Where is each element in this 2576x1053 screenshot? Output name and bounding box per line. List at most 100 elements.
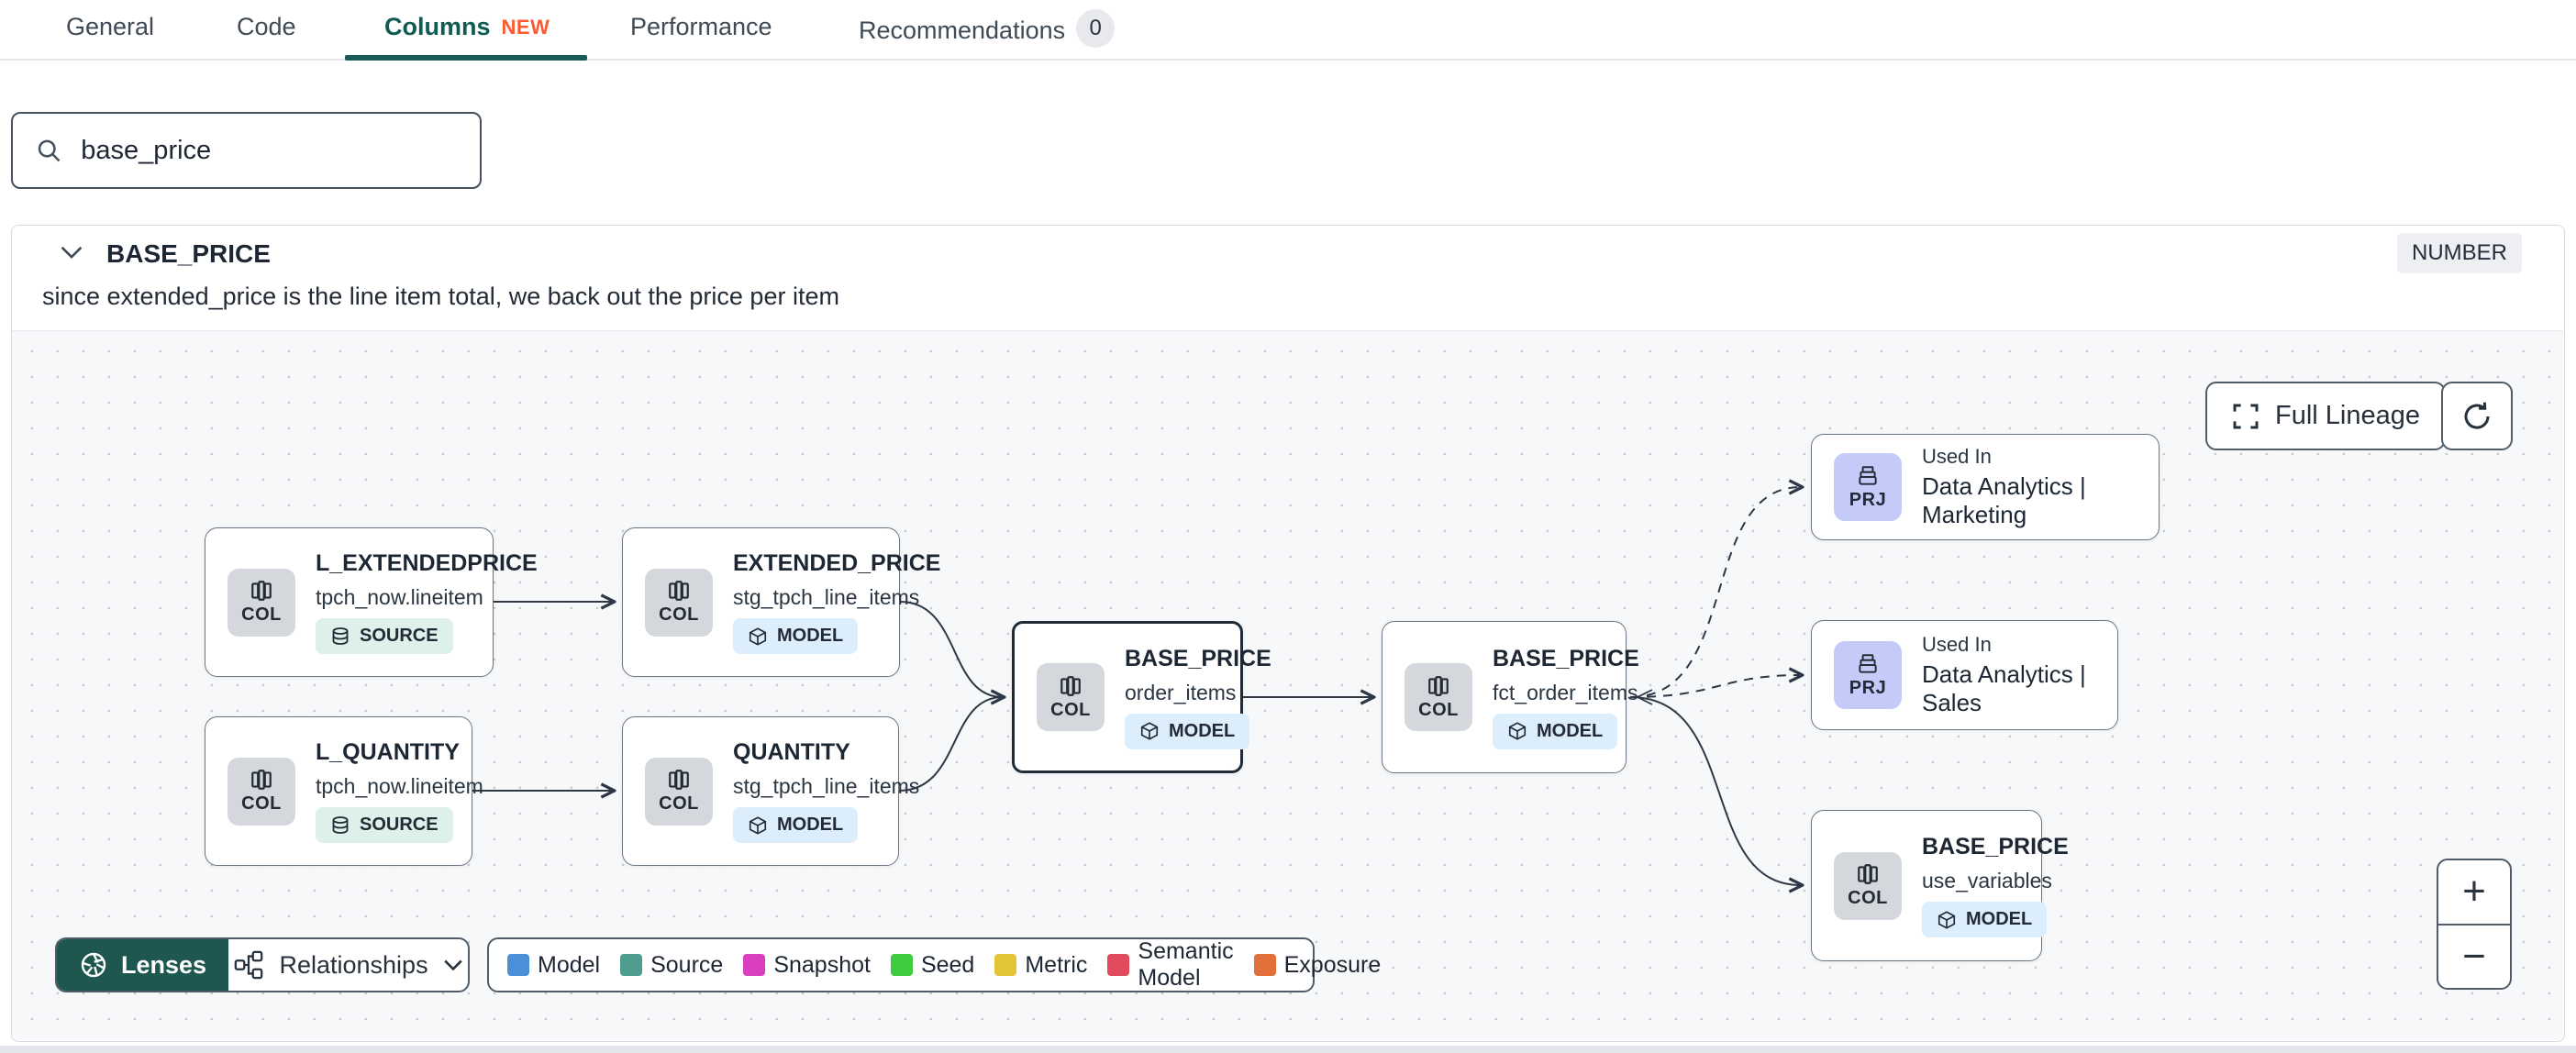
column-name: BASE_PRICE [106,239,271,268]
node-title: Data Analytics | Marketing [1922,472,2086,528]
column-description: since extended_price is the line item to… [42,283,839,310]
aperture-icon [81,952,106,978]
legend-swatch [1253,954,1276,976]
tab-general[interactable]: General [66,13,155,40]
column-type-badge: NUMBER [2396,233,2522,273]
cube-icon [749,626,767,646]
column-chip: COL [645,757,713,826]
lineage-node-l-extendedprice[interactable]: COL L_EXTENDEDPRICE tpch_now.lineitem SO… [205,527,538,677]
zoom-in-button[interactable]: + [2438,860,2510,926]
resource-badge-source: SOURCE [316,618,453,654]
project-icon [1859,653,1877,673]
relationships-dropdown[interactable]: Relationships [228,939,468,991]
column-chip: COL [645,568,713,637]
columns-icon [1858,864,1878,884]
recommendations-count-badge: 0 [1076,9,1116,48]
full-lineage-button[interactable]: Full Lineage [2205,382,2446,450]
legend-swatch [620,954,643,976]
legend-item-metric: Metric [994,952,1087,979]
expand-icon [2233,404,2259,428]
lineage-node-l-quantity[interactable]: COL L_QUANTITY tpch_now.lineitem SOURCE [205,716,483,866]
resource-badge-model: MODEL [1493,713,1618,749]
lineage-node-extended-price[interactable]: COL EXTENDED_PRICE stg_tpch_line_items M… [622,527,940,677]
legend-swatch [890,954,913,976]
database-icon [332,626,349,645]
columns-icon [251,770,272,790]
cube-icon [1140,722,1159,740]
column-panel: BASE_PRICE NUMBER since extended_price i… [11,225,2565,1042]
legend-item-exposure: Exposure [1253,952,1381,979]
legend-swatch [1107,954,1130,976]
chevron-down-icon[interactable] [60,244,83,260]
legend-item-snapshot: Snapshot [743,952,871,979]
lineage-node-quantity[interactable]: COL QUANTITY stg_tpch_line_items MODEL [622,716,919,866]
legend-swatch [994,954,1017,976]
column-chip: COL [1037,663,1105,731]
node-title: BASE_PRICE [1493,645,1639,671]
node-title: BASE_PRICE [1922,834,2069,859]
zoom-out-button[interactable]: − [2462,933,2486,979]
legend-item-model: Model [507,952,600,979]
lineage-node-base-price-use-variables[interactable]: COL BASE_PRICE use_variables MODEL [1811,810,2069,961]
node-subtitle: fct_order_items [1493,680,1638,704]
node-subtitle: tpch_now.lineitem [316,774,483,798]
relationships-icon [235,950,263,980]
legend-item-semantic-model: Semantic Model [1107,938,1234,992]
cube-icon [1508,722,1527,740]
lenses-button[interactable]: Lenses [57,939,229,991]
search-icon [38,139,61,162]
column-search[interactable] [11,112,482,189]
node-title: L_EXTENDEDPRICE [316,550,538,576]
node-subtitle: tpch_now.lineitem [316,585,483,609]
search-input[interactable] [81,135,458,166]
columns-icon [669,581,689,601]
node-eyebrow: Used In [1922,633,1992,656]
tab-recommendations[interactable]: Recommendations 0 [859,9,1116,48]
resource-badge-model: MODEL [1922,902,2048,937]
lineage-legend: Model Source Snapshot Seed Metric Semant… [487,937,1381,992]
columns-icon [251,581,272,601]
chevron-down-icon [443,959,462,971]
cube-icon [1938,910,1956,929]
refresh-button[interactable] [2441,382,2513,450]
column-chip: COL [1405,663,1472,731]
node-subtitle: use_variables [1922,869,2052,892]
project-chip: PRJ [1834,453,1902,521]
zoom-controls: + − [2437,859,2512,990]
legend-item-source: Source [620,952,723,979]
node-title: QUANTITY [733,739,850,765]
cube-icon [749,815,767,835]
resource-badge-model: MODEL [1125,713,1250,749]
tab-code[interactable]: Code [237,13,296,40]
columns-icon [669,770,689,790]
refresh-icon [2464,402,2490,429]
column-header: BASE_PRICE NUMBER since extended_price i… [12,226,2564,310]
node-title: Data Analytics | Sales [1922,660,2086,716]
column-chip: COL [228,568,295,637]
column-chip: COL [228,757,295,826]
new-badge: NEW [501,15,550,39]
node-title: L_QUANTITY [316,739,460,765]
columns-icon [1060,675,1081,696]
resource-badge-source: SOURCE [316,807,453,843]
node-subtitle: order_items [1125,680,1237,704]
lineage-canvas[interactable]: COL L_EXTENDEDPRICE tpch_now.lineitem SO… [12,330,2563,1040]
horizontal-scrollbar[interactable] [0,1046,2576,1053]
lineage-node-base-price-order-items[interactable]: COL BASE_PRICE order_items MODEL [1012,621,1271,773]
tab-bar: General Code Columns NEW Performance Rec… [0,0,2576,61]
legend-swatch [743,954,766,976]
node-title: BASE_PRICE [1125,645,1271,671]
legend-item-seed: Seed [890,952,974,979]
tab-columns[interactable]: Columns NEW [384,13,550,40]
lineage-node-base-price-fct-order-items[interactable]: COL BASE_PRICE fct_order_items MODEL [1382,621,1639,773]
column-chip: COL [1834,851,1902,920]
columns-icon [1428,675,1449,696]
resource-badge-model: MODEL [733,618,859,654]
node-title: EXTENDED_PRICE [733,550,941,576]
tab-performance[interactable]: Performance [630,13,772,40]
lineage-node-used-in-marketing[interactable]: PRJ Used In Data Analytics | Marketing [1811,434,2160,540]
resource-badge-model: MODEL [733,807,859,843]
project-icon [1859,465,1877,485]
lineage-node-used-in-sales[interactable]: PRJ Used In Data Analytics | Sales [1811,620,2118,730]
project-chip: PRJ [1834,641,1902,709]
